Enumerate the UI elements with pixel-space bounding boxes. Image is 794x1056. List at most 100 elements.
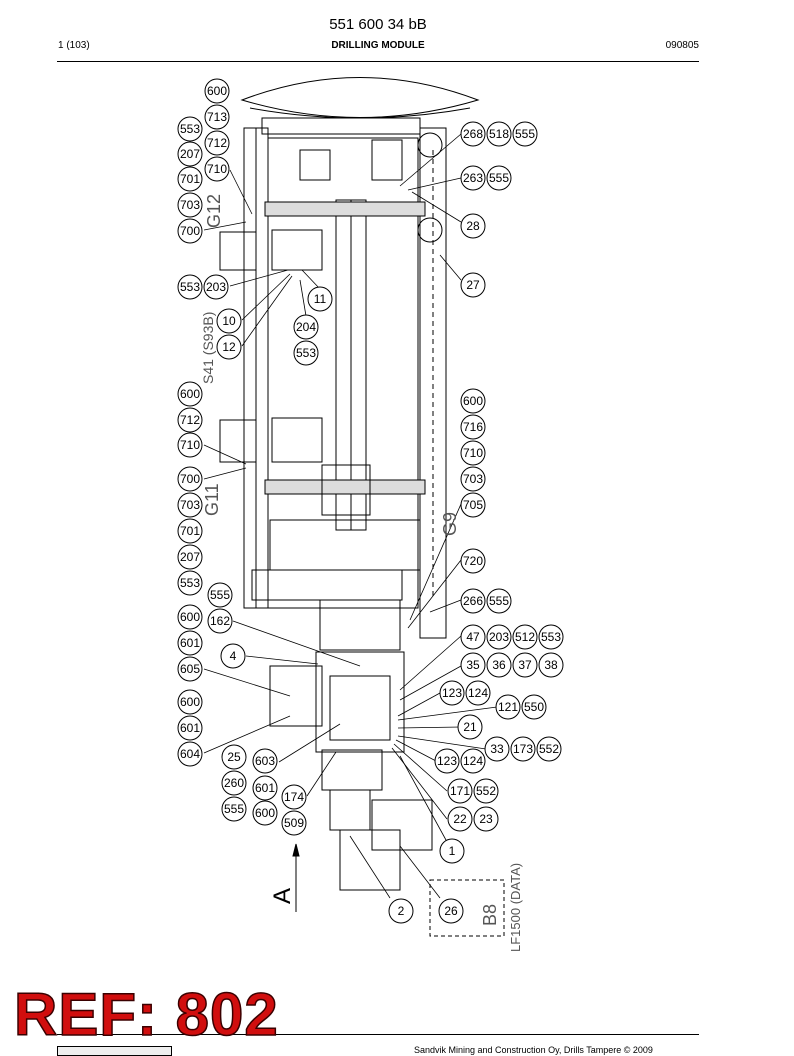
right-rail bbox=[419, 127, 447, 639]
svg-text:37: 37 bbox=[518, 658, 532, 672]
svg-text:710: 710 bbox=[207, 162, 227, 176]
callout-10: 10 bbox=[216, 308, 242, 334]
label-g9: G9 bbox=[440, 512, 460, 536]
svg-text:36: 36 bbox=[492, 658, 506, 672]
svg-text:550: 550 bbox=[524, 700, 544, 714]
label-s41: S41 (S93B) bbox=[200, 312, 216, 384]
callout-207: 207 bbox=[177, 544, 203, 570]
callout-37: 37 bbox=[512, 652, 538, 678]
document-date: 090805 bbox=[665, 40, 699, 51]
callout-22: 22 bbox=[447, 806, 473, 832]
svg-text:162: 162 bbox=[210, 614, 230, 628]
callout-553: 553 bbox=[293, 340, 319, 366]
svg-text:703: 703 bbox=[180, 498, 200, 512]
svg-text:710: 710 bbox=[180, 438, 200, 452]
svg-text:509: 509 bbox=[284, 816, 304, 830]
svg-text:705: 705 bbox=[463, 498, 483, 512]
callout-11: 11 bbox=[307, 286, 333, 312]
callout-174: 174 bbox=[281, 784, 307, 810]
ref-watermark: REF: 802 bbox=[13, 981, 279, 1048]
lower-clamp bbox=[264, 479, 426, 495]
svg-text:26: 26 bbox=[444, 904, 458, 918]
callout-23: 23 bbox=[473, 806, 499, 832]
callout-260: 260 bbox=[221, 770, 247, 796]
callout-263: 263 bbox=[460, 165, 486, 191]
svg-text:601: 601 bbox=[255, 781, 275, 795]
svg-text:266: 266 bbox=[463, 594, 483, 608]
svg-text:174: 174 bbox=[284, 790, 304, 804]
callout-716: 716 bbox=[460, 414, 486, 440]
svg-text:600: 600 bbox=[255, 806, 275, 820]
view-arrow-label: A bbox=[269, 888, 296, 904]
callout-713: 713 bbox=[204, 104, 230, 130]
svg-text:11: 11 bbox=[314, 292, 327, 306]
lower-left-block bbox=[219, 419, 257, 463]
callout-552: 552 bbox=[536, 736, 562, 762]
callout-162: 162 bbox=[207, 608, 233, 634]
callout-203: 203 bbox=[486, 624, 512, 650]
svg-text:553: 553 bbox=[180, 576, 200, 590]
svg-text:10: 10 bbox=[222, 314, 236, 328]
callout-26: 26 bbox=[438, 898, 464, 924]
top-plate bbox=[261, 117, 421, 135]
svg-text:260: 260 bbox=[224, 776, 244, 790]
callout-703: 703 bbox=[177, 492, 203, 518]
svg-text:173: 173 bbox=[513, 742, 533, 756]
svg-text:716: 716 bbox=[463, 420, 483, 434]
lower-carriage bbox=[269, 519, 421, 571]
callout-705: 705 bbox=[460, 492, 486, 518]
callout-2: 2 bbox=[388, 898, 414, 924]
svg-text:555: 555 bbox=[489, 171, 509, 185]
svg-text:701: 701 bbox=[180, 524, 200, 538]
svg-text:720: 720 bbox=[463, 554, 483, 568]
svg-text:203: 203 bbox=[206, 280, 226, 294]
svg-text:553: 553 bbox=[180, 122, 200, 136]
main-frame bbox=[267, 137, 419, 609]
svg-text:123: 123 bbox=[442, 686, 462, 700]
svg-text:124: 124 bbox=[468, 686, 488, 700]
callout-173: 173 bbox=[510, 736, 536, 762]
svg-text:703: 703 bbox=[180, 198, 200, 212]
callout-203: 203 bbox=[203, 274, 229, 300]
upper-left-block bbox=[219, 231, 257, 271]
svg-text:203: 203 bbox=[489, 630, 509, 644]
callout-124: 124 bbox=[460, 748, 486, 774]
svg-text:600: 600 bbox=[207, 84, 227, 98]
callout-27: 27 bbox=[460, 272, 486, 298]
callout-28: 28 bbox=[460, 213, 486, 239]
callout-266: 266 bbox=[460, 588, 486, 614]
svg-text:555: 555 bbox=[210, 588, 230, 602]
callout-710: 710 bbox=[460, 440, 486, 466]
svg-text:123: 123 bbox=[437, 754, 457, 768]
callout-601: 601 bbox=[252, 775, 278, 801]
svg-text:38: 38 bbox=[544, 658, 558, 672]
svg-text:553: 553 bbox=[296, 346, 316, 360]
callout-21: 21 bbox=[457, 714, 483, 740]
label-b8: B8 bbox=[480, 904, 500, 926]
label-g11: G11 bbox=[202, 483, 222, 516]
callout-555: 555 bbox=[221, 796, 247, 822]
callout-553: 553 bbox=[538, 624, 564, 650]
svg-text:701: 701 bbox=[180, 172, 200, 186]
svg-text:600: 600 bbox=[180, 610, 200, 624]
svg-text:1: 1 bbox=[449, 844, 456, 858]
callout-204: 204 bbox=[293, 314, 319, 340]
svg-text:35: 35 bbox=[466, 658, 480, 672]
callout-518: 518 bbox=[486, 121, 512, 147]
callout-555: 555 bbox=[512, 121, 538, 147]
callout-600: 600 bbox=[252, 800, 278, 826]
svg-text:2: 2 bbox=[398, 904, 405, 918]
callout-701: 701 bbox=[177, 518, 203, 544]
svg-text:12: 12 bbox=[222, 340, 236, 354]
svg-text:601: 601 bbox=[180, 721, 200, 735]
page-indicator: 1 (103) bbox=[58, 40, 90, 51]
svg-text:712: 712 bbox=[207, 136, 227, 150]
svg-text:268: 268 bbox=[463, 127, 483, 141]
svg-text:121: 121 bbox=[498, 700, 518, 714]
callout-603: 603 bbox=[252, 748, 278, 774]
callout-712: 712 bbox=[177, 407, 203, 433]
svg-text:553: 553 bbox=[180, 280, 200, 294]
callout-121: 121 bbox=[495, 694, 521, 720]
callout-268: 268 bbox=[460, 121, 486, 147]
callout-600: 600 bbox=[204, 78, 230, 104]
